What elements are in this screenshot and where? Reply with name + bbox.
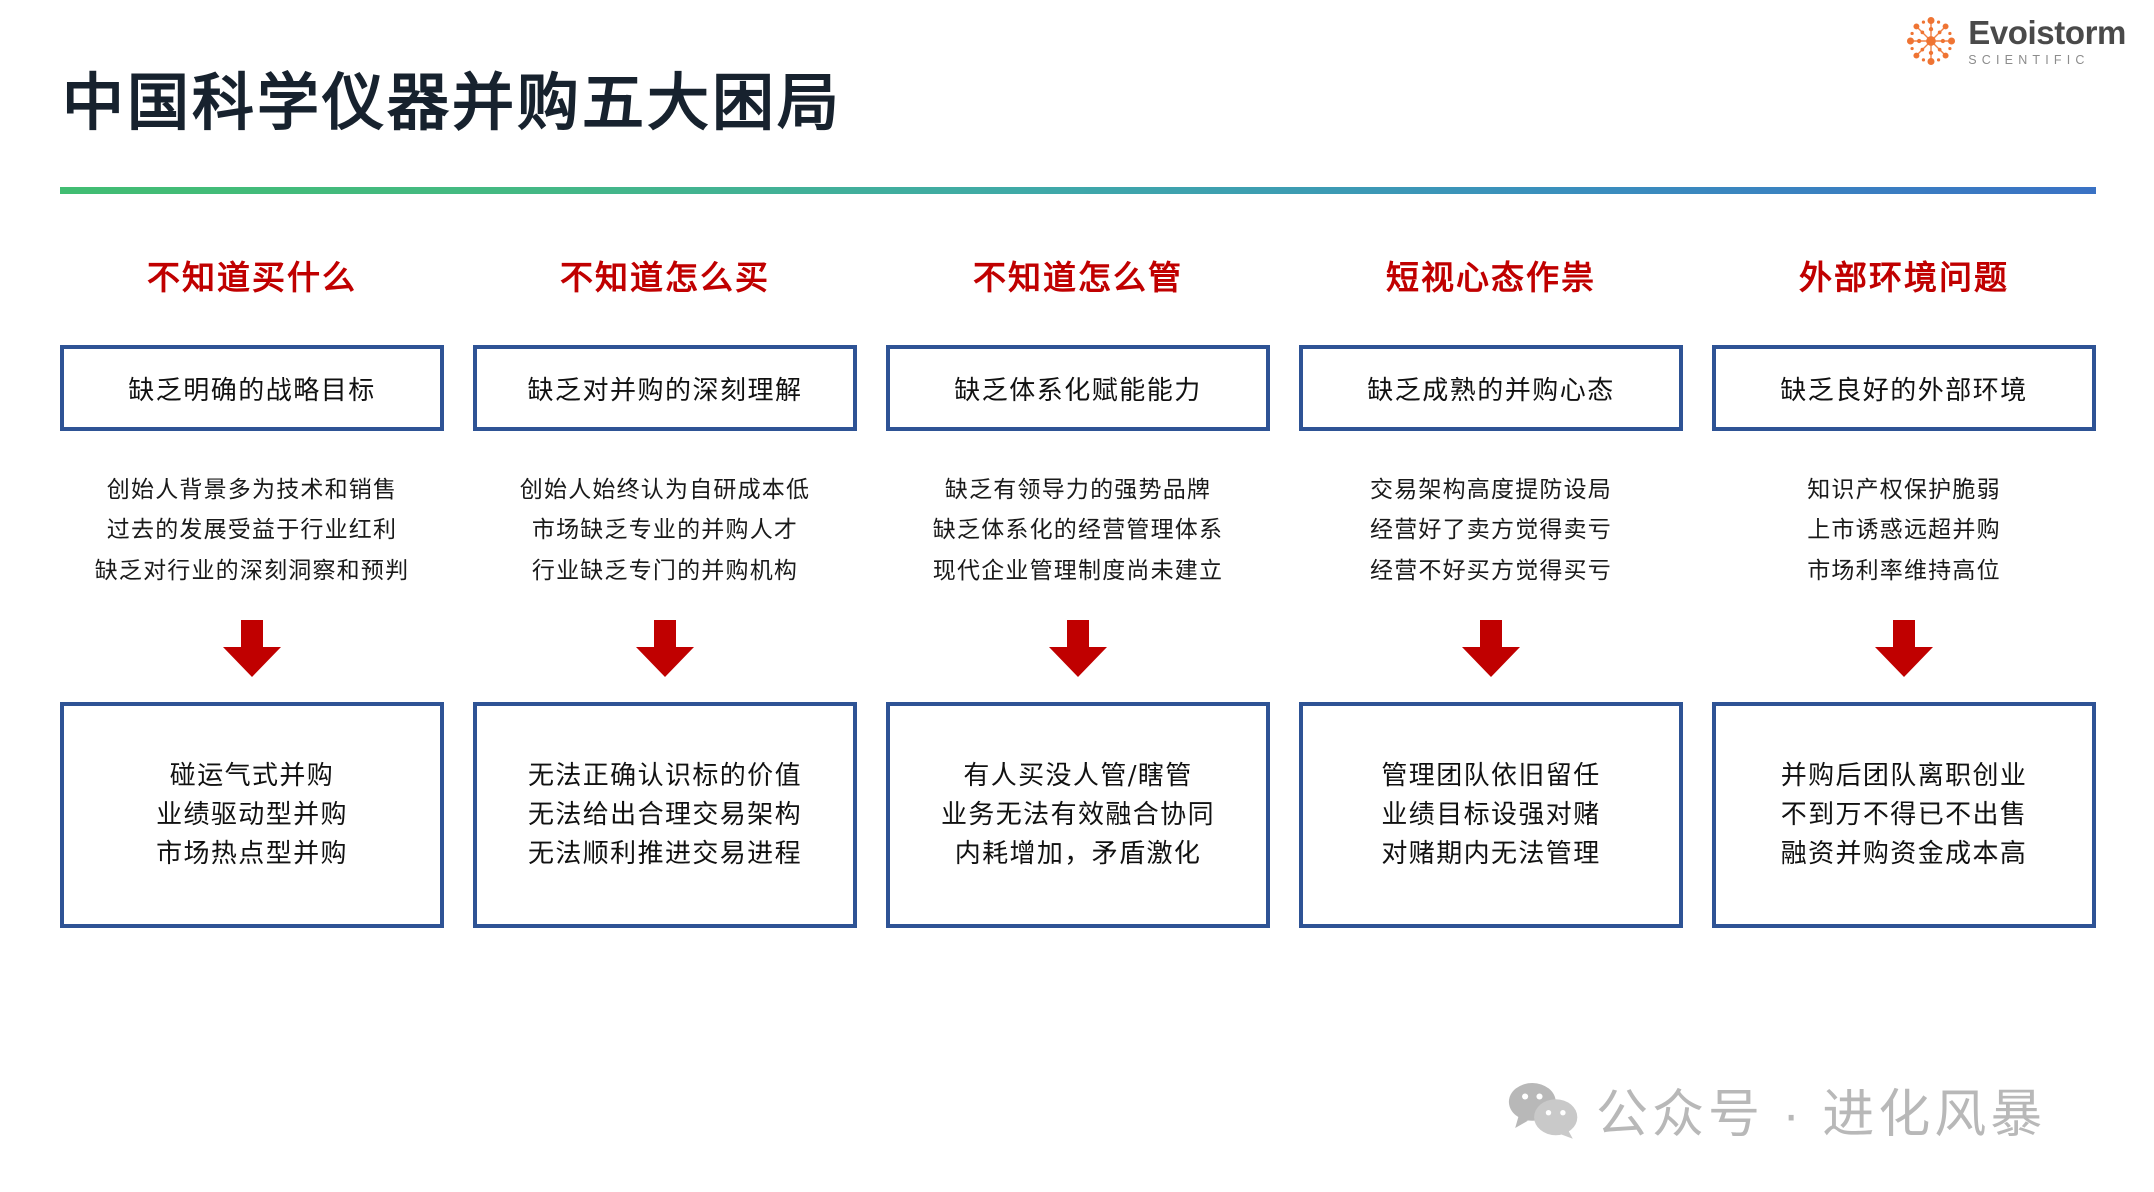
outcome-line: 不到万不得已不出售 [1780, 799, 2028, 830]
bullet-item: 缺乏体系化的经营管理体系 [932, 517, 1224, 544]
column-4-bullets: 交易架构高度提防设局 经营好了卖方觉得卖亏 经营不好买方觉得买亏 [1299, 477, 1683, 584]
column-2-bullets: 创始人始终认为自研成本低 市场缺乏专业的并购人才 行业缺乏专门的并购机构 [473, 477, 857, 584]
column-3-problem-label: 缺乏体系化赋能能力 [954, 375, 1202, 406]
column-5-problem-box: 缺乏良好的外部环境 [1712, 345, 2096, 431]
column-4-arrow [1299, 620, 1683, 678]
bullet-item: 交易架构高度提防设局 [1370, 477, 1612, 503]
outcome-line: 业务无法有效融合协同 [940, 799, 1215, 830]
outcome-line: 无法顺利推进交易进程 [527, 838, 802, 869]
column-4-outcome-box: 管理团队依旧留任 业绩目标设强对赌 对赌期内无法管理 [1299, 702, 1683, 929]
column-3-heading: 不知道怎么管 [973, 258, 1183, 297]
column-4-problem-label: 缺乏成熟的并购心态 [1367, 375, 1615, 406]
column-1-heading: 不知道买什么 [147, 258, 357, 297]
column-2-heading: 不知道怎么买 [560, 258, 770, 297]
down-arrow-icon [635, 620, 695, 678]
outcome-line: 对赌期内无法管理 [1381, 838, 1601, 869]
evoistorm-burst-icon [1904, 14, 1958, 68]
outcome-line: 业绩目标设强对赌 [1381, 799, 1601, 830]
brand-logo: Evoistorm SCIENTIFIC [1904, 14, 2126, 68]
column-1-problem-label: 缺乏明确的战略目标 [128, 375, 376, 406]
column-2-outcome-box: 无法正确认识标的价值 无法给出合理交易架构 无法顺利推进交易进程 [473, 702, 857, 929]
bullet-item: 创始人始终认为自研成本低 [519, 477, 811, 503]
column-1: 不知道买什么 缺乏明确的战略目标 创始人背景多为技术和销售 过去的发展受益于行业… [60, 255, 444, 929]
outcome-line: 无法正确认识标的价值 [527, 760, 802, 791]
column-5-arrow [1712, 620, 2096, 678]
outcome-line: 市场热点型并购 [156, 838, 348, 869]
down-arrow-icon [1874, 620, 1934, 678]
column-2-arrow [473, 620, 857, 678]
outcome-line: 管理团队依旧留任 [1381, 760, 1601, 791]
column-4-heading: 短视心态作祟 [1386, 258, 1596, 297]
bullet-item: 市场利率维持高位 [1807, 557, 2001, 584]
down-arrow-icon [1461, 620, 1521, 678]
outcome-line: 有人买没人管/瞎管 [963, 760, 1193, 791]
bullet-item: 现代企业管理制度尚未建立 [932, 557, 1224, 584]
outcome-line: 碰运气式并购 [169, 760, 335, 791]
column-5: 外部环境问题 缺乏良好的外部环境 知识产权保护脆弱 上市诱惑远超并购 市场利率维… [1712, 255, 2096, 929]
column-2-problem-label: 缺乏对并购的深刻理解 [527, 375, 803, 406]
columns-container: 不知道买什么 缺乏明确的战略目标 创始人背景多为技术和销售 过去的发展受益于行业… [60, 255, 2096, 929]
outcome-line: 并购后团队离职创业 [1780, 760, 2028, 791]
column-1-bullets: 创始人背景多为技术和销售 过去的发展受益于行业红利 缺乏对行业的深刻洞察和预判 [60, 477, 444, 584]
bullet-item: 上市诱惑远超并购 [1807, 517, 2001, 544]
bullet-item: 缺乏有领导力的强势品牌 [944, 477, 1212, 503]
brand-name: Evoistorm [1968, 13, 2126, 51]
column-5-heading: 外部环境问题 [1799, 258, 2009, 297]
page-title: 中国科学仪器并购五大困局 [62, 66, 843, 139]
column-5-problem-label: 缺乏良好的外部环境 [1780, 375, 2028, 406]
column-1-arrow [60, 620, 444, 678]
outcome-line: 业绩驱动型并购 [156, 799, 348, 830]
column-1-problem-box: 缺乏明确的战略目标 [60, 345, 444, 431]
bullet-item: 经营不好买方觉得买亏 [1370, 557, 1612, 584]
watermark: 公众号 · 进化风暴 [1508, 1072, 2046, 1147]
column-2-problem-box: 缺乏对并购的深刻理解 [473, 345, 857, 431]
title-divider [60, 187, 2096, 194]
brand-wordmark: Evoistorm SCIENTIFIC [1968, 16, 2126, 67]
bullet-item: 经营好了卖方觉得卖亏 [1370, 517, 1612, 544]
wechat-icon [1508, 1081, 1580, 1139]
bullet-item: 创始人背景多为技术和销售 [106, 477, 398, 503]
bullet-item: 知识产权保护脆弱 [1807, 477, 2001, 503]
column-4: 短视心态作祟 缺乏成熟的并购心态 交易架构高度提防设局 经营好了卖方觉得卖亏 经… [1299, 255, 1683, 929]
column-3-arrow [886, 620, 1270, 678]
watermark-text: 公众号 · 进化风暴 [1596, 1086, 2047, 1144]
column-5-bullets: 知识产权保护脆弱 上市诱惑远超并购 市场利率维持高位 [1712, 477, 2096, 584]
down-arrow-icon [222, 620, 282, 678]
column-3-bullets: 缺乏有领导力的强势品牌 缺乏体系化的经营管理体系 现代企业管理制度尚未建立 [886, 477, 1270, 584]
bullet-item: 过去的发展受益于行业红利 [106, 517, 398, 544]
column-4-problem-box: 缺乏成熟的并购心态 [1299, 345, 1683, 431]
bullet-item: 市场缺乏专业的并购人才 [531, 517, 799, 544]
column-1-outcome-box: 碰运气式并购 业绩驱动型并购 市场热点型并购 [60, 702, 444, 929]
brand-tagline: SCIENTIFIC [1968, 52, 2090, 67]
outcome-line: 内耗增加，矛盾激化 [954, 838, 1202, 869]
column-5-outcome-box: 并购后团队离职创业 不到万不得已不出售 融资并购资金成本高 [1712, 702, 2096, 929]
column-3-outcome-box: 有人买没人管/瞎管 业务无法有效融合协同 内耗增加，矛盾激化 [886, 702, 1270, 929]
column-3-problem-box: 缺乏体系化赋能能力 [886, 345, 1270, 431]
bullet-item: 缺乏对行业的深刻洞察和预判 [94, 557, 410, 584]
outcome-line: 融资并购资金成本高 [1780, 838, 2028, 869]
bullet-item: 行业缺乏专门的并购机构 [531, 557, 799, 584]
column-3: 不知道怎么管 缺乏体系化赋能能力 缺乏有领导力的强势品牌 缺乏体系化的经营管理体… [886, 255, 1270, 929]
column-2: 不知道怎么买 缺乏对并购的深刻理解 创始人始终认为自研成本低 市场缺乏专业的并购… [473, 255, 857, 929]
outcome-line: 无法给出合理交易架构 [527, 799, 802, 830]
down-arrow-icon [1048, 620, 1108, 678]
